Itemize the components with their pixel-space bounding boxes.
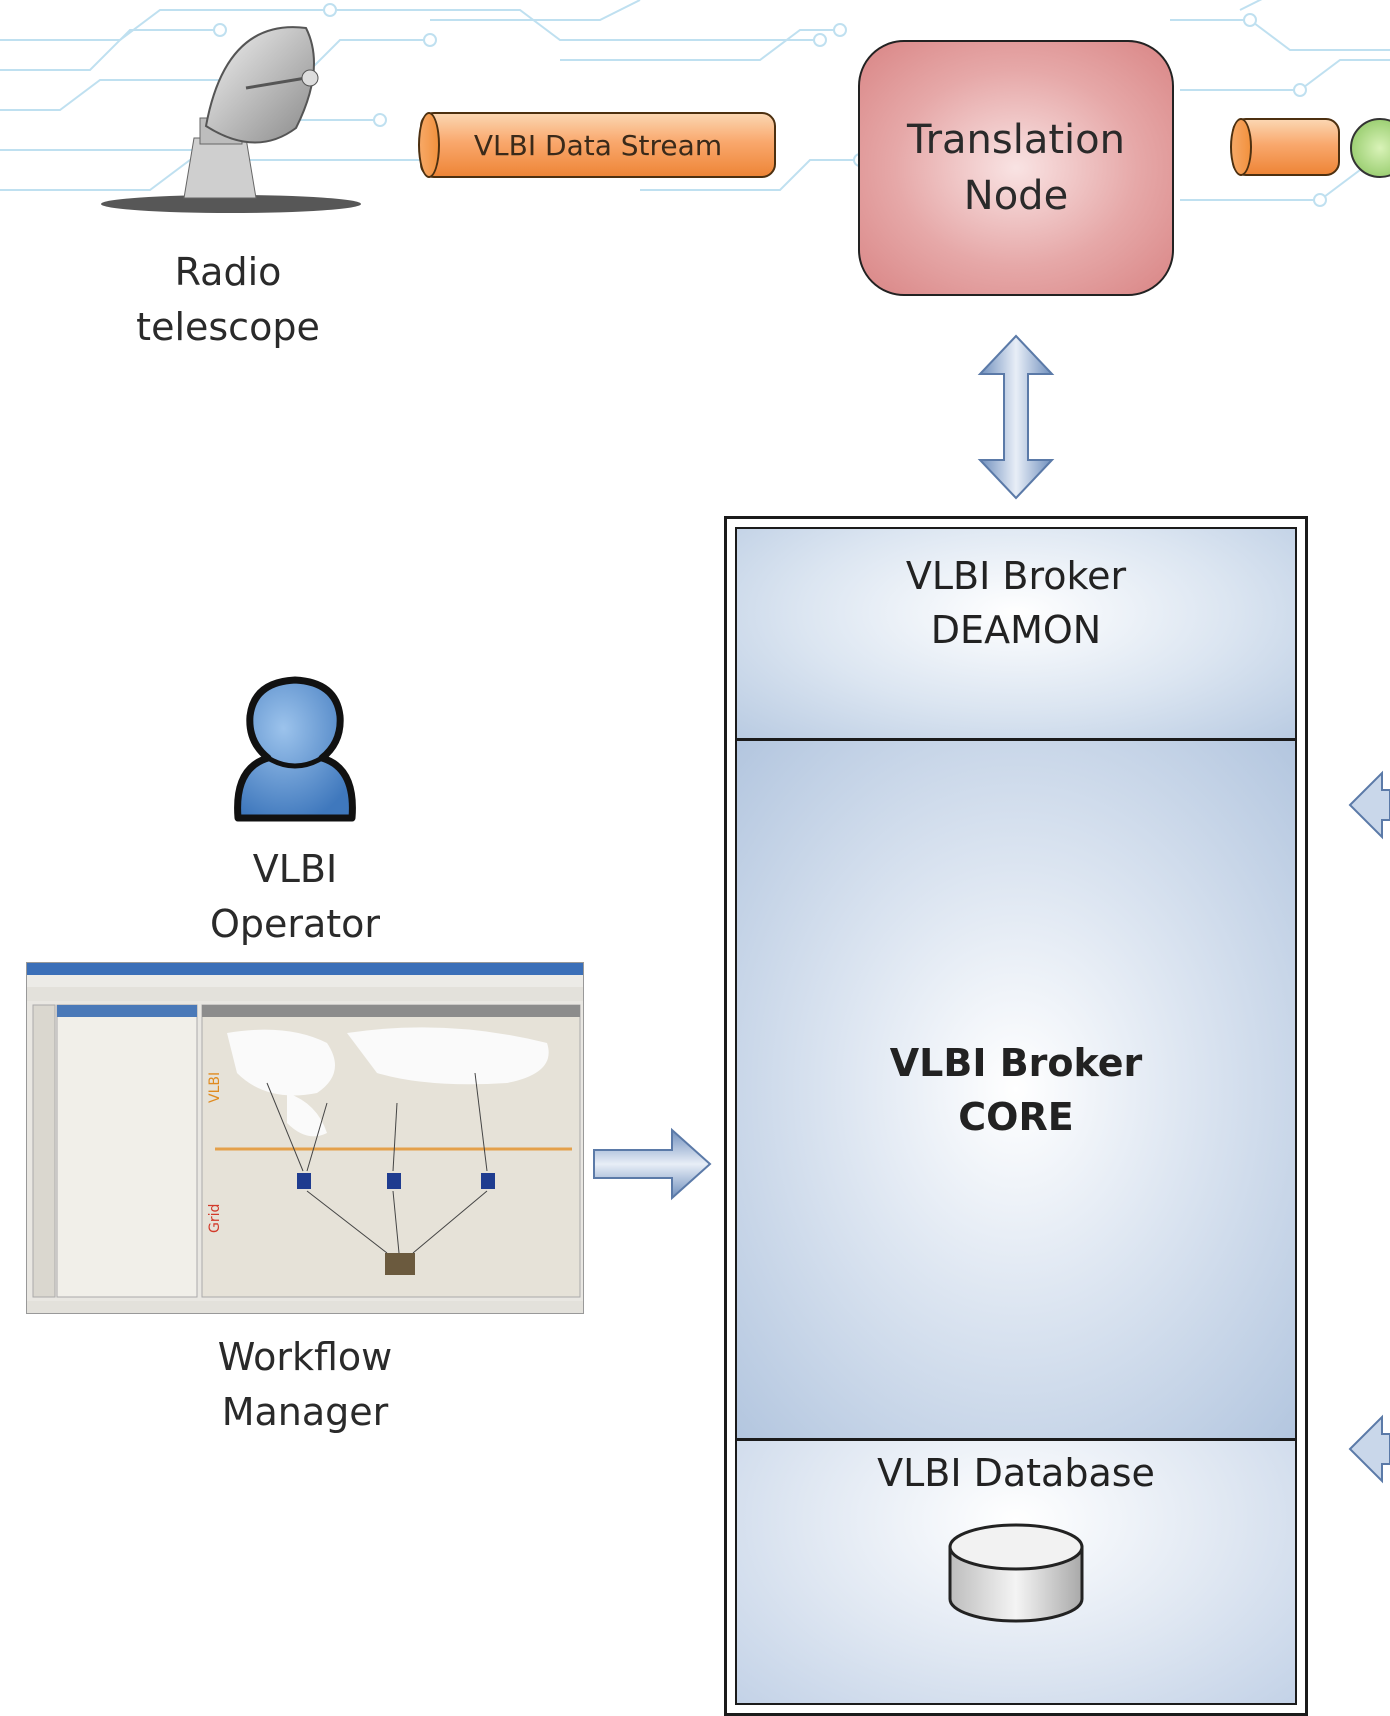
workflow-manager-screenshot: VLBI Grid (26, 962, 584, 1314)
broker-core-section: VLBI Broker CORE (737, 741, 1295, 1441)
radio-telescope-label: Radio telescope (136, 250, 320, 349)
svg-text:VLBI: VLBI (207, 1072, 223, 1103)
database-icon (948, 1523, 1084, 1623)
database-section: VLBI Database (737, 1441, 1295, 1703)
database-label: VLBI Database (877, 1451, 1155, 1495)
green-node-partial (1350, 118, 1390, 178)
workflow-window-thumbnail: VLBI Grid (27, 963, 583, 1313)
data-stream-pipe: VLBI Data Stream (418, 112, 776, 178)
workflow-manager-label: Workflow Manager (217, 1335, 393, 1434)
operator-icon (234, 676, 356, 822)
circuit-background (0, 0, 1390, 207)
data-stream-label: VLBI Data Stream (473, 128, 723, 162)
arrow-left-partial-lower (1348, 1414, 1390, 1484)
operator-label: VLBI Operator (209, 847, 381, 946)
translation-node-label: Translation Node (907, 117, 1125, 219)
translation-node: Translation Node (858, 40, 1174, 296)
broker-daemon-label: VLBI Broker DEAMON (905, 554, 1127, 652)
svg-text:Grid: Grid (207, 1204, 223, 1233)
broker-daemon-section: VLBI Broker DEAMON (737, 529, 1295, 741)
vlbi-broker-stack: VLBI Broker DEAMON VLBI Broker CORE VLBI… (724, 516, 1308, 1716)
broker-core-label: VLBI Broker CORE (889, 1040, 1143, 1139)
broker-inner-frame: VLBI Broker DEAMON VLBI Broker CORE VLBI… (735, 527, 1297, 1705)
arrow-right-to-broker (593, 1127, 712, 1201)
output-pipe-cap-left (1230, 118, 1252, 176)
arrow-left-partial-upper (1348, 770, 1390, 840)
radio-telescope-icon (101, 26, 361, 213)
output-pipe (1230, 118, 1340, 176)
double-arrow-vertical (977, 334, 1055, 500)
pipe-cap-left (418, 112, 440, 178)
